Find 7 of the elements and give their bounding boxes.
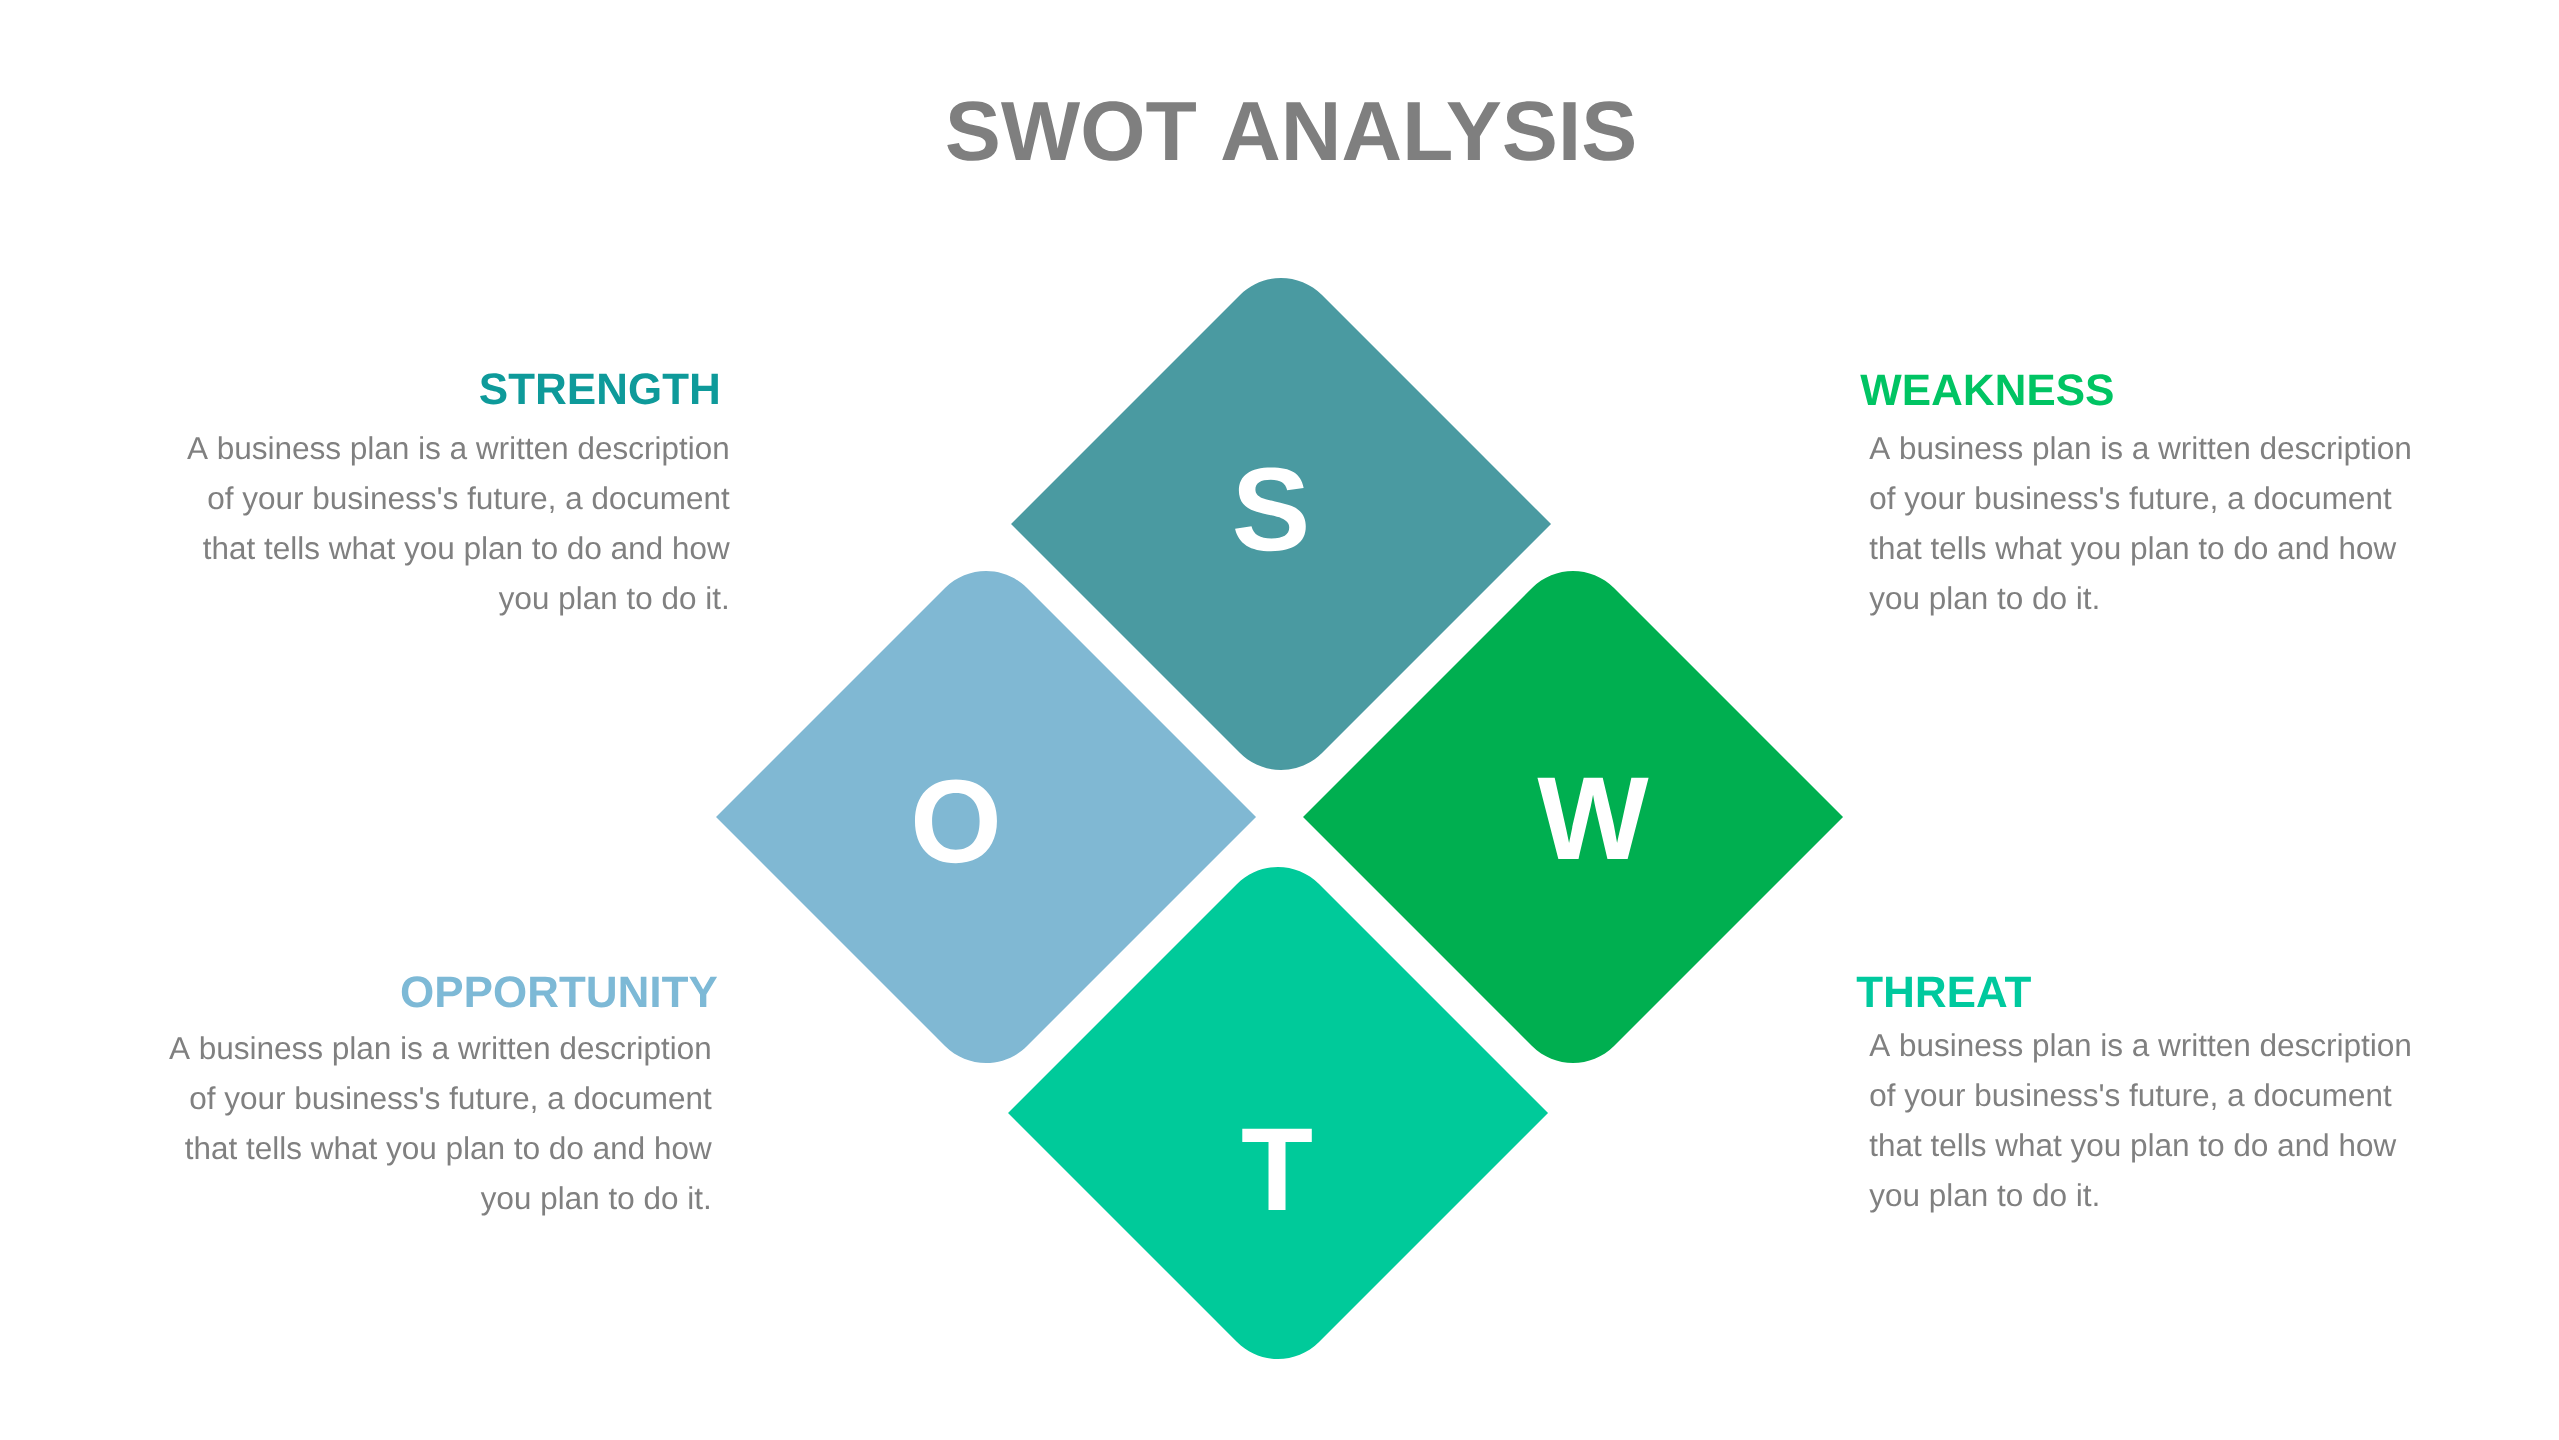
heading: OPPORTUNITY: [401, 976, 718, 1008]
description: A business plan is a written description of your business's future, a document that tells what you plan to do and how you plan to do it.: [169, 1036, 712, 1216]
title: SWOT ANALYSIS: [947, 101, 1634, 161]
heading: STRENGTH: [480, 373, 718, 405]
description: A business plan is a written description of your business's future, a document that tells what you plan to do and how you plan to do it.: [1869, 1033, 2410, 1213]
description: A business plan is a written description of your business's future, a document that tells what you plan to do and how you plan to do it.: [1869, 436, 2410, 616]
heading: WEAKNESS: [1860, 374, 2113, 406]
